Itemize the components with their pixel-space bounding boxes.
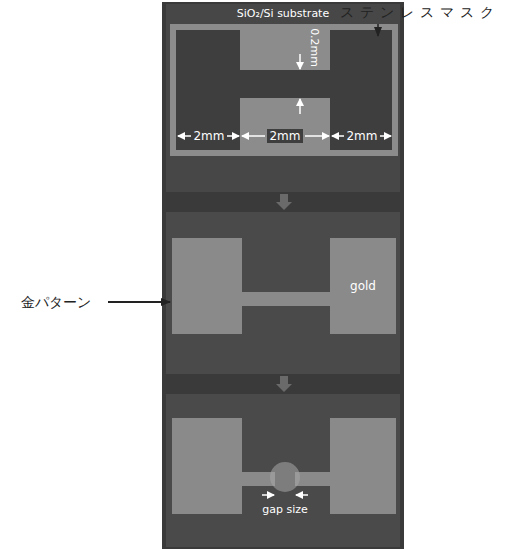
- gap-spot: [270, 462, 300, 492]
- dimension-label: 0.2mm: [307, 29, 320, 68]
- process-arrow: [276, 194, 292, 210]
- dimension-label: 2mm: [267, 129, 302, 143]
- photo-ground: [162, 2, 404, 549]
- leader-line: [377, 24, 379, 36]
- substrate-panel: [166, 212, 400, 374]
- gap-arrow: [262, 494, 274, 496]
- dimension-label: gap size: [262, 503, 308, 516]
- gold-pad: [330, 418, 396, 514]
- gap-arrow: [296, 494, 308, 496]
- dimension-arrow: [378, 135, 391, 137]
- gold-strip: [295, 472, 330, 486]
- substrate-panel: [166, 394, 400, 547]
- part-label: 金パターン: [21, 294, 91, 311]
- process-arrow: [276, 376, 292, 392]
- dimension-arrow: [299, 54, 301, 69]
- node-text: SiO₂/Si substrate: [237, 7, 329, 20]
- gold-pad: [330, 238, 396, 334]
- dimension-arrow: [305, 135, 329, 137]
- dimension-arrow: [242, 135, 265, 137]
- dimension-label: 2mm: [344, 129, 379, 143]
- node-text: gold: [350, 279, 376, 293]
- gold-pad: [172, 418, 242, 514]
- gold-pad: gold: [330, 238, 396, 334]
- part-label: ステンレスマスク: [340, 4, 500, 21]
- stainless-mask: [170, 24, 398, 156]
- leader-line: [108, 301, 170, 303]
- mask-opening: [330, 30, 392, 150]
- dimension-arrow: [299, 99, 301, 114]
- gold-strip: [242, 472, 275, 486]
- dimension-label: 2mm: [191, 129, 226, 143]
- gold-pad: [172, 238, 242, 334]
- gold-strip: [242, 292, 330, 306]
- mask-opening: [176, 30, 240, 150]
- mask-slit: [240, 70, 330, 98]
- mask-panel: [166, 4, 400, 192]
